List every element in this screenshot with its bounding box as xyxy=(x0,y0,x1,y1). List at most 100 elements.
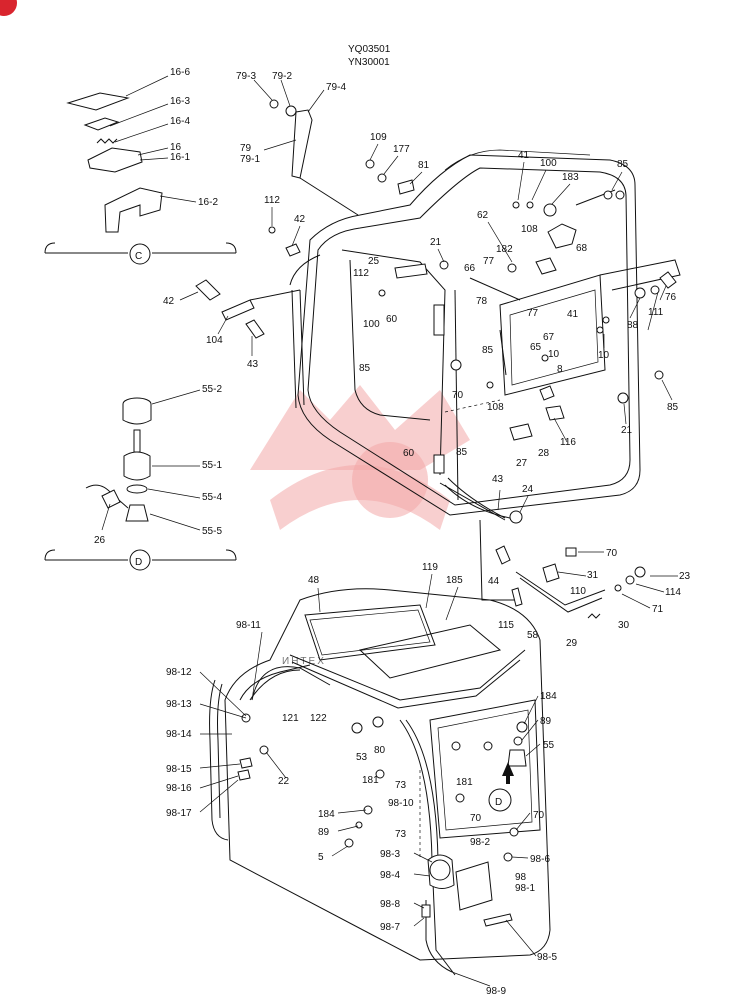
fastener-icon xyxy=(239,757,253,769)
washer-hose-icon xyxy=(425,900,453,973)
bolt-icon xyxy=(365,159,375,169)
callout-10b: 10 xyxy=(548,349,560,360)
callout-98-4: 98-4 xyxy=(380,870,400,881)
callout-70c: 70 xyxy=(470,813,482,824)
callout-79-2: 79-2 xyxy=(272,71,292,82)
callout-70d: 70 xyxy=(533,810,545,821)
callout-98-1: 98-1 xyxy=(515,883,535,894)
callout-100b: 100 xyxy=(540,158,557,169)
watermark-text: ИНТЕХ xyxy=(282,656,326,667)
callout-119: 119 xyxy=(422,562,438,573)
bolt-icon xyxy=(634,287,646,299)
callout-89b: 89 xyxy=(540,716,552,727)
wiper-cap-icon xyxy=(285,105,297,117)
detail-c-marker xyxy=(129,243,151,265)
knob-icon xyxy=(634,566,646,578)
callout-24: 24 xyxy=(522,484,534,495)
wiper-nut-icon xyxy=(269,99,279,109)
callout-58: 58 xyxy=(527,630,539,641)
callout-181b: 181 xyxy=(456,777,473,788)
lower-callouts: 48 119 185 58 98-11 98-12 98-13 98-14 12… xyxy=(166,562,557,997)
cable-icon xyxy=(444,484,511,519)
callout-183: 183 xyxy=(562,172,579,183)
callout-98-9: 98-9 xyxy=(486,986,506,997)
callout-81: 81 xyxy=(418,160,430,171)
rod-icon xyxy=(469,277,521,301)
callout-89a: 89 xyxy=(318,827,330,838)
pad-icon xyxy=(83,117,120,131)
spring-pin-icon xyxy=(587,613,601,619)
callout-100: 100 xyxy=(363,319,380,330)
wiper-blade-icon xyxy=(291,109,313,179)
callout-53: 53 xyxy=(356,752,368,763)
callout-177: 177 xyxy=(393,144,410,155)
callout-42b: 42 xyxy=(163,296,175,307)
callout-73a: 73 xyxy=(395,780,407,791)
callout-122: 122 xyxy=(310,713,327,724)
callout-185: 185 xyxy=(446,575,463,586)
callout-55: 55 xyxy=(543,740,555,751)
cab-frame-lower xyxy=(209,588,551,976)
callout-85d: 85 xyxy=(482,345,494,356)
pin-icon xyxy=(195,279,221,301)
callout-114: 114 xyxy=(665,587,681,598)
sensor-icon xyxy=(125,504,149,522)
callout-98: 98 xyxy=(515,872,527,883)
seal-ring-icon xyxy=(526,201,534,209)
fitting-icon xyxy=(285,243,301,257)
callout-98-6: 98-6 xyxy=(530,854,550,865)
callout-110: 110 xyxy=(570,586,586,597)
handle-slot-icon xyxy=(433,454,445,474)
detail-d-marker-lower xyxy=(488,788,512,812)
callout-44: 44 xyxy=(488,576,500,587)
knob-icon xyxy=(543,203,557,217)
callout-16: 16 xyxy=(170,142,182,153)
callout-184a: 184 xyxy=(318,809,335,820)
callout-88: 88 xyxy=(627,320,639,331)
callout-104: 104 xyxy=(206,335,223,346)
nut-icon xyxy=(486,381,494,389)
latch-small-icon xyxy=(539,385,555,401)
knob-icon xyxy=(617,392,629,404)
callout-62: 62 xyxy=(477,210,489,221)
mount-body-icon xyxy=(133,429,141,453)
upper-callouts: 109 177 81 112 42 21 25 112 100 60 85 70… xyxy=(264,132,679,469)
detail-d-label: D xyxy=(135,557,142,568)
bracket-icon xyxy=(659,271,677,289)
callout-98-11: 98-11 xyxy=(236,620,261,631)
callout-27: 27 xyxy=(516,458,528,469)
callout-41b: 41 xyxy=(567,309,579,320)
page-badge-icon xyxy=(0,0,17,16)
callout-98-3: 98-3 xyxy=(380,849,400,860)
keeper-icon xyxy=(545,405,565,421)
callout-116: 116 xyxy=(560,437,576,448)
callout-43: 43 xyxy=(247,359,259,370)
bolt-icon xyxy=(483,741,493,751)
callout-43b: 43 xyxy=(492,474,504,485)
cab-frame-upper xyxy=(289,149,681,521)
nut-icon xyxy=(507,263,517,273)
callout-65: 65 xyxy=(530,342,542,353)
callout-78: 78 xyxy=(476,296,488,307)
cap-icon xyxy=(503,852,513,862)
bolt-icon xyxy=(455,793,465,803)
drawing-code-1: YQ03501 xyxy=(348,44,391,55)
connector-icon xyxy=(101,489,121,509)
bolt-icon xyxy=(351,722,363,734)
plug-icon xyxy=(596,326,604,334)
callout-80: 80 xyxy=(374,745,386,756)
bracket-icon xyxy=(542,563,560,583)
detail-d-label-lower: D xyxy=(495,797,502,808)
wiper-assembly: 79-3 79-2 79-4 79 79-1 xyxy=(236,71,359,216)
bolt-icon xyxy=(344,838,354,848)
callout-112b: 112 xyxy=(353,268,369,279)
callout-71: 71 xyxy=(652,604,664,615)
callout-68: 68 xyxy=(576,243,588,254)
callout-98-8: 98-8 xyxy=(380,899,400,910)
nut-icon xyxy=(375,769,385,779)
callout-79-4: 79-4 xyxy=(326,82,346,93)
clamp-icon xyxy=(511,587,523,607)
bolt-icon xyxy=(565,547,577,557)
ring-icon xyxy=(603,190,613,200)
